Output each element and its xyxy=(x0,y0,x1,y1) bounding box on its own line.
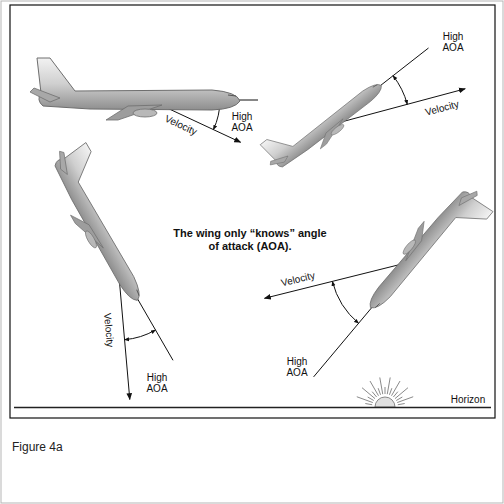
sun-ray xyxy=(378,388,380,395)
figure-border xyxy=(10,5,495,418)
sun-ray xyxy=(372,392,376,397)
angle-label: High AOA xyxy=(142,372,172,394)
aoa-arc xyxy=(393,76,407,105)
sun-ray xyxy=(398,404,405,405)
figure-caption: Figure 4a xyxy=(12,440,63,454)
sun-ray xyxy=(389,388,391,395)
sun-disc xyxy=(375,397,395,407)
sun-ray xyxy=(380,377,383,394)
airplane xyxy=(40,138,167,308)
airplane xyxy=(30,58,240,120)
sun-ray xyxy=(396,397,402,401)
sun-ray xyxy=(370,381,379,396)
airplane xyxy=(360,178,497,329)
sun-ray xyxy=(368,397,374,401)
aoa-arc xyxy=(125,330,156,340)
angle-label: High AOA xyxy=(282,356,312,378)
sun-ray xyxy=(385,387,386,394)
sun-ray xyxy=(365,404,372,405)
note-text: The wing only “knows” angle of attack (A… xyxy=(170,227,330,253)
angle-label: High AOA xyxy=(438,31,468,53)
sun-ray xyxy=(357,397,373,403)
aoa-arc xyxy=(332,281,358,323)
horizon-line xyxy=(14,407,491,409)
airplane xyxy=(257,63,389,179)
sun-ray xyxy=(387,377,390,394)
horizon-label: Horizon xyxy=(451,394,485,405)
angle-label: High AOA xyxy=(227,111,257,133)
sun-ray xyxy=(397,397,413,403)
